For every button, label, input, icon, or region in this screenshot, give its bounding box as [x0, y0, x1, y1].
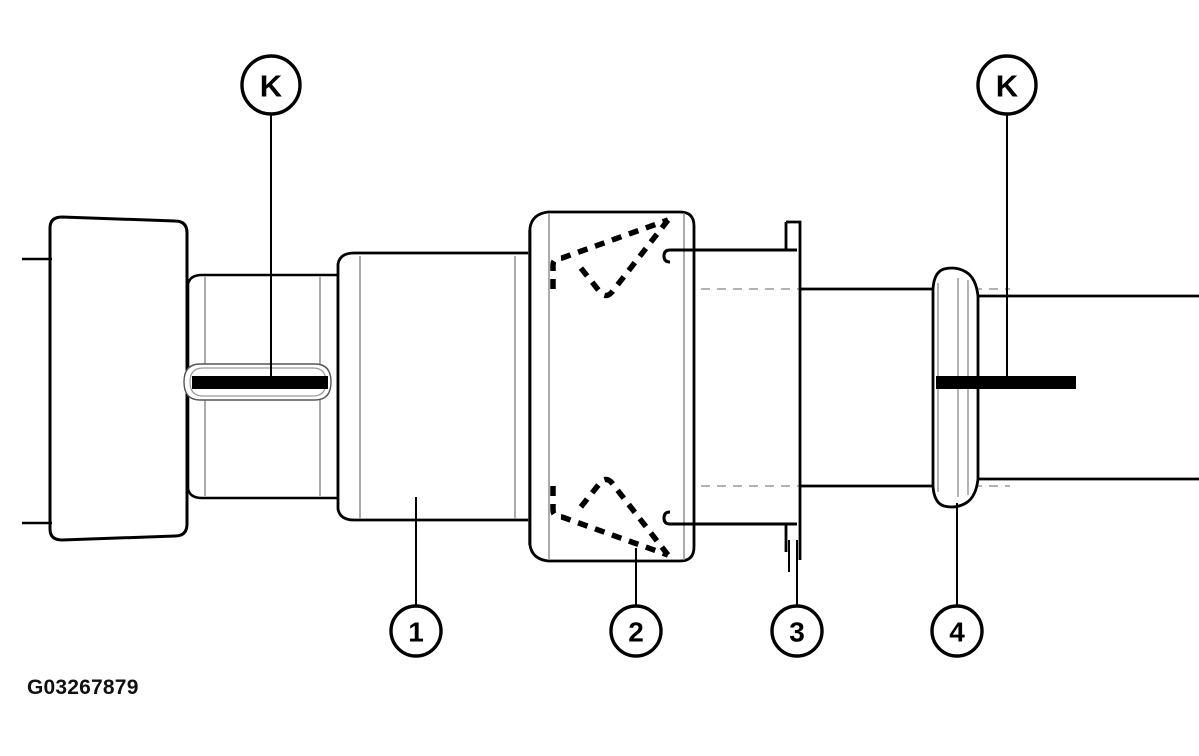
k-mark-left — [183, 363, 332, 401]
right-shaft — [800, 287, 1199, 488]
callout-item-2[interactable]: 2 — [609, 604, 663, 658]
flange-plate-wall — [784, 220, 802, 572]
callout-item-1-label: 1 — [408, 617, 424, 648]
callout-k-right-label: K — [996, 69, 1019, 104]
leader-lines — [270, 114, 1008, 606]
callout-k-left[interactable]: K — [240, 54, 302, 116]
figure-id-label: G03267879 — [27, 676, 139, 699]
callout-k-left-label: K — [260, 69, 283, 104]
flanged-bell-housing — [528, 210, 696, 563]
main-cylindrical-body — [336, 251, 532, 522]
callout-item-4[interactable]: 4 — [930, 604, 984, 658]
callout-item-1[interactable]: 1 — [389, 604, 443, 658]
left-block-tick-lines — [22, 257, 52, 525]
bell-dashed-detail-lower — [550, 476, 671, 558]
bell-dashed-detail-upper — [550, 217, 671, 299]
callout-item-3[interactable]: 3 — [770, 604, 824, 658]
bell-side-stubs — [662, 248, 797, 526]
left-end-block — [48, 215, 189, 542]
callout-item-3-label: 3 — [789, 617, 805, 648]
callout-item-2-label: 2 — [628, 617, 644, 648]
callout-item-4-label: 4 — [949, 617, 965, 648]
callout-k-right[interactable]: K — [976, 54, 1038, 116]
